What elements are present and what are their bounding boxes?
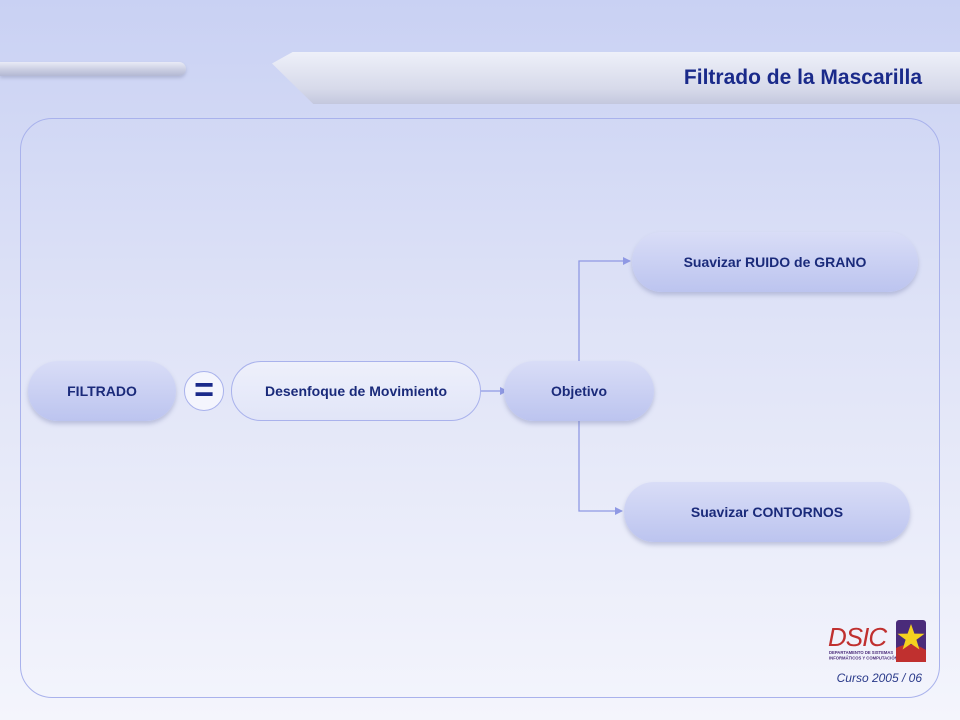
node-contornos: Suavizar CONTORNOS: [624, 482, 910, 542]
equals-glyph: =: [194, 371, 214, 409]
node-filtrado-label: FILTRADO: [67, 383, 137, 399]
node-contornos-label: Suavizar CONTORNOS: [690, 504, 844, 520]
dsic-logo: DSIC DEPARTAMENTO DE SISTEMAS INFORMÁTIC…: [828, 620, 926, 662]
node-desenfoque-label: Desenfoque de Movimiento: [264, 383, 448, 399]
equals-sign: =: [184, 371, 224, 411]
node-ruido: Suavizar RUIDO de GRANO: [632, 232, 918, 292]
dsic-logo-wordmark: DSIC: [828, 622, 887, 652]
header-bar-left: [0, 62, 186, 76]
star-icon: [897, 624, 925, 650]
header-bar-right: [272, 52, 960, 104]
dsic-logo-subtitle-1: DEPARTAMENTO DE SISTEMAS: [829, 650, 893, 655]
node-filtrado: FILTRADO: [28, 361, 176, 421]
node-objetivo-label: Objetivo: [550, 383, 607, 399]
course-label: Curso 2005 / 06: [836, 671, 922, 685]
dsic-logo-subtitle-2: INFORMÁTICOS Y COMPUTACIÓN: [829, 656, 898, 661]
node-objetivo: Objetivo: [504, 361, 654, 421]
node-desenfoque: Desenfoque de Movimiento: [231, 361, 481, 421]
node-ruido-label: Suavizar RUIDO de GRANO: [683, 254, 867, 270]
content-panel: [20, 118, 940, 698]
edge-objetivo-ruido: [578, 257, 631, 361]
page-title: Filtrado de la Mascarilla: [683, 66, 922, 89]
edge-objetivo-contornos: [578, 421, 623, 515]
